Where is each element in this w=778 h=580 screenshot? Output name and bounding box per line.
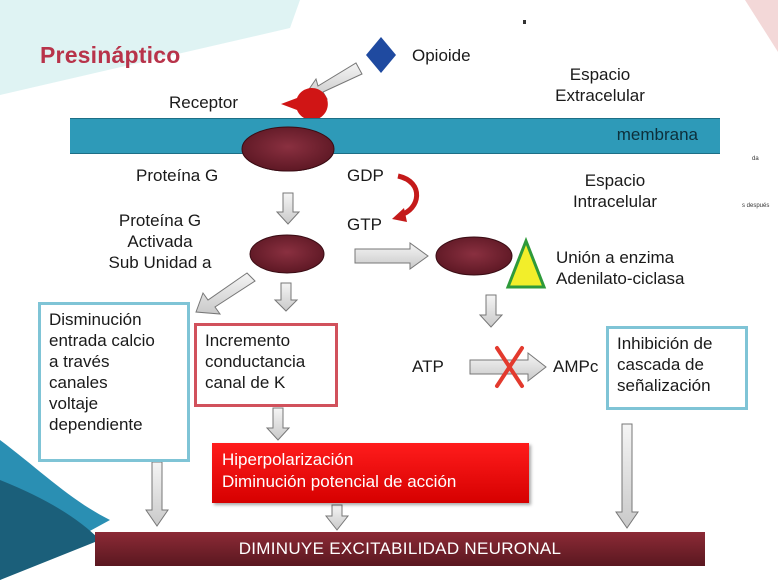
side-mark-2: s después	[742, 203, 770, 209]
enzyme-ellipse	[435, 236, 513, 276]
arrow-down-1	[275, 192, 301, 225]
final-result-box: DIMINUYE EXCITABILIDAD NEURONAL	[95, 532, 705, 566]
intracellular-label: Espacio Intracelular	[572, 171, 658, 211]
potassium-box: Incremento conductancia canal de K	[194, 323, 338, 407]
arrow-inhibition-to-final	[615, 423, 639, 529]
ampc-label: AMPc	[553, 357, 599, 376]
gdp-label: GDP	[347, 166, 384, 185]
activated-protein-label: Proteína G Activada Sub Unidad a	[108, 211, 212, 272]
arrow-potassium-to-hyper	[265, 407, 291, 441]
protein-g-label: Proteína G	[136, 166, 219, 185]
hyperpolarization-box: Hiperpolarización Diminución potencial d…	[212, 443, 529, 503]
enzyme-label: Unión a enzima Adenilato-ciclasa	[556, 248, 685, 288]
receptor-icon	[281, 88, 328, 120]
protein-g-overlay	[241, 126, 335, 172]
extracellular-label: Espacio Extracelular	[555, 65, 645, 105]
atp-label: ATP	[412, 357, 444, 376]
gtp-label: GTP	[347, 215, 382, 234]
activated-subunit-ellipse	[249, 234, 325, 274]
arrow-to-calcium-box	[195, 272, 256, 315]
arrow-hyper-to-final	[324, 504, 350, 531]
title-presinaptico: Presináptico	[40, 42, 181, 68]
background-wash-top-right	[745, 0, 778, 52]
membrane-bar: membrana	[70, 118, 720, 154]
arrow-calcium-to-final	[145, 461, 169, 527]
arrow-right-to-enzyme	[354, 242, 429, 270]
adenylate-cyclase-triangle-icon	[505, 236, 547, 289]
blocked-cross-icon	[495, 346, 524, 388]
receptor-label: Receptor	[169, 93, 238, 112]
opioid-label: Opioide	[412, 46, 471, 65]
background-wave-dark	[0, 480, 100, 580]
arrow-enzyme-down	[478, 294, 504, 328]
side-mark-1: da	[752, 156, 759, 162]
gdp-gtp-curved-arrow	[397, 173, 420, 218]
membrane-label: membrana	[616, 125, 698, 144]
arrow-to-potassium-box	[273, 282, 299, 312]
opioid-diamond-icon	[366, 37, 396, 73]
background-wash-top-left	[0, 0, 300, 95]
calcium-box: Disminución entrada calcio a través cana…	[38, 302, 190, 462]
inhibition-box: Inhibición de cascada de señalización	[606, 326, 748, 410]
